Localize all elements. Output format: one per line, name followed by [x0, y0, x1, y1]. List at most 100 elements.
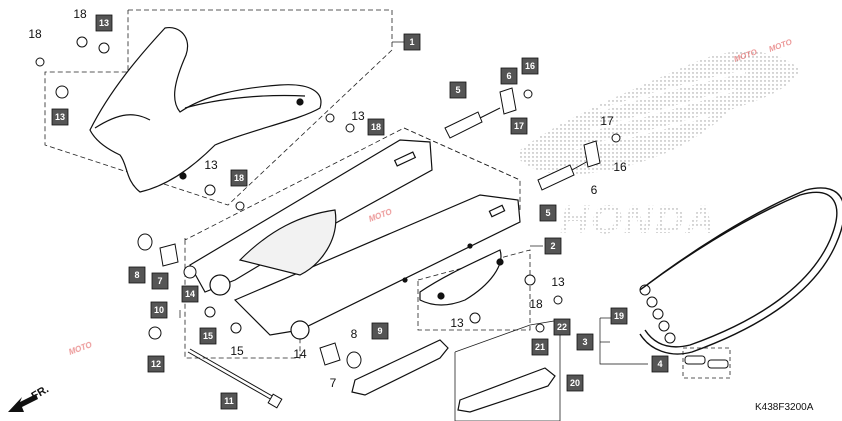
callout-number: 3: [582, 337, 587, 347]
callout-c1: 1: [403, 33, 421, 51]
callout-number: 13: [99, 18, 109, 28]
master-link: [684, 355, 729, 369]
callout-c19: 19: [610, 307, 628, 325]
callout-number: 18: [529, 297, 543, 311]
callout-number: 13: [551, 275, 565, 289]
callout-box: [95, 14, 113, 32]
callout-c6a: 6: [500, 67, 518, 85]
callout-number: 10: [154, 305, 164, 315]
callout-c18a: 18: [73, 7, 87, 21]
callout-number: 21: [535, 342, 545, 352]
callout-c7a: 7: [151, 272, 169, 290]
callout-number: 1: [409, 37, 414, 47]
callout-number: 5: [455, 85, 460, 95]
callout-c13b: 13: [51, 108, 69, 126]
callout-box: [151, 272, 169, 290]
callout-c13c: 13: [351, 109, 365, 123]
callout-number: 6: [506, 71, 511, 81]
watermark-4: MOTO: [768, 37, 794, 54]
chain-sliders: [351, 339, 556, 413]
callout-number: 4: [657, 359, 662, 369]
callout-number: 18: [73, 7, 87, 21]
watermark-2: MOTO: [368, 207, 394, 224]
callout-number: 5: [545, 208, 550, 218]
callout-box: [367, 118, 385, 136]
callout-c21: 21: [531, 338, 549, 356]
front-label: FR.: [30, 383, 51, 402]
callout-number: 18: [371, 122, 381, 132]
callout-c5a: 5: [449, 81, 467, 99]
callout-box: [230, 169, 248, 187]
watermark-3: MOTO: [68, 340, 94, 357]
callout-box: [403, 33, 421, 51]
callout-c15b: 15: [230, 344, 244, 358]
callout-number: 16: [613, 160, 627, 174]
callout-c7b: 7: [330, 376, 337, 390]
callout-number: 17: [514, 121, 524, 131]
callout-c17b: 17: [600, 114, 614, 128]
callout-c16a: 16: [521, 57, 539, 75]
callout-c8b: 8: [351, 327, 358, 341]
callout-number: 15: [230, 344, 244, 358]
callout-number: 17: [600, 114, 614, 128]
callout-number: 14: [185, 289, 195, 299]
callout-number: 12: [151, 359, 161, 369]
callout-c9: 9: [371, 322, 389, 340]
swingarm: [189, 139, 521, 340]
diagram-code: K438F3200A: [755, 402, 814, 413]
callout-box: [199, 327, 217, 345]
front-arrow: FR.: [8, 383, 51, 412]
callout-box: [449, 81, 467, 99]
callout-box: [128, 266, 146, 284]
callout-number: 14: [293, 347, 307, 361]
callout-number: 13: [450, 316, 464, 330]
callout-number: 20: [570, 378, 580, 388]
callout-c18d: 18: [230, 169, 248, 187]
slider-group-outline: [454, 319, 561, 421]
callout-number: 8: [351, 327, 358, 341]
callout-box: [651, 355, 669, 373]
callout-box: [553, 318, 571, 336]
callout-c10: 10: [150, 301, 168, 319]
pivot-bolt: [187, 348, 283, 409]
callout-c5b: 5: [539, 204, 557, 222]
callout-c15a: 15: [199, 327, 217, 345]
callout-box: [500, 67, 518, 85]
callout-c17a: 17: [510, 117, 528, 135]
callout-number: 15: [203, 331, 213, 341]
drive-chain: [639, 187, 842, 355]
callout-number: 18: [234, 173, 244, 183]
chain-case: [89, 27, 322, 193]
callout-box: [51, 108, 69, 126]
honda-wordmark: HONDA: [560, 198, 717, 242]
callout-number: 11: [224, 396, 234, 406]
callout-number: 9: [377, 326, 382, 336]
callout-box: [150, 301, 168, 319]
callout-c3: 3: [576, 333, 594, 351]
callout-number: 22: [557, 322, 567, 332]
callout-number: 6: [591, 183, 598, 197]
callout-c12: 12: [147, 355, 165, 373]
chain-adjusters: [444, 107, 591, 191]
callout-number: 18: [28, 27, 42, 41]
adjuster-plates: [499, 87, 621, 168]
callout-box: [220, 392, 238, 410]
callout-number: 16: [525, 61, 535, 71]
callout-box: [147, 355, 165, 373]
callout-c8a: 8: [128, 266, 146, 284]
callout-c13e: 13: [551, 275, 565, 289]
callout-c11: 11: [220, 392, 238, 410]
callout-box: [566, 374, 584, 392]
master-link-dashed-box: [682, 347, 731, 379]
callout-box: [510, 117, 528, 135]
callout-box: [610, 307, 628, 325]
callout-number: 13: [351, 109, 365, 123]
callout-number: 13: [204, 158, 218, 172]
callout-box: [371, 322, 389, 340]
callout-box: [521, 57, 539, 75]
callout-c13a: 13: [95, 14, 113, 32]
callout-c18e: 18: [529, 297, 543, 311]
callout-box: [181, 285, 199, 303]
callout-c18c: 18: [367, 118, 385, 136]
